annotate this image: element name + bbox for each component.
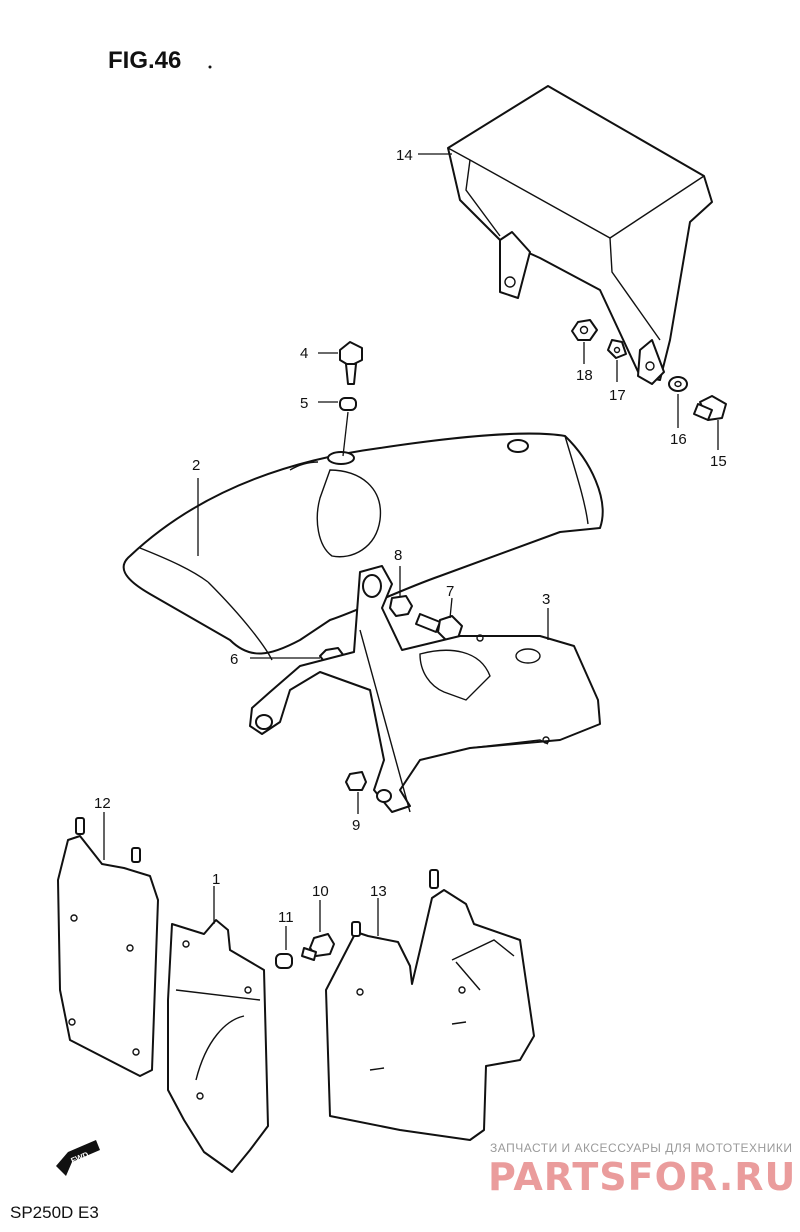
callout-7: 7 [446, 583, 454, 600]
part-17-nut [607, 339, 627, 359]
callout-10: 10 [312, 883, 329, 900]
callout-1: 1 [212, 871, 220, 888]
callout-4: 4 [300, 345, 308, 362]
callout-5: 5 [300, 395, 308, 412]
callout-14: 14 [396, 147, 413, 164]
leader-lines [103, 153, 719, 950]
callout-17: 17 [609, 387, 626, 404]
title-dot [208, 65, 212, 69]
watermark-tagline: ЗАПЧАСТИ И АКСЕССУАРЫ ДЛЯ МОТОТЕХНИКИ [490, 1141, 792, 1155]
callout-12: 12 [94, 795, 111, 812]
callout-2: 2 [192, 457, 200, 474]
part-15-bolt [693, 395, 727, 421]
callout-9: 9 [352, 817, 360, 834]
part-4-bolt [339, 341, 363, 385]
callout-6: 6 [230, 651, 238, 668]
part-13-side-panel [325, 869, 535, 1141]
figure-title: FIG.46 [108, 47, 181, 74]
part-9-nut [345, 771, 367, 791]
fwd-arrow-icon: FWD [56, 1140, 100, 1176]
callout-labels: 1 2 3 4 5 6 7 8 9 10 11 12 13 14 15 16 1… [94, 147, 727, 926]
callout-13: 13 [370, 883, 387, 900]
part-18-nut [571, 319, 598, 341]
part-12-mud-flap [57, 817, 159, 1077]
part-16-washer [668, 376, 688, 392]
callout-16: 16 [670, 431, 687, 448]
part-11-collar [275, 953, 293, 969]
part-1-inner-plate [167, 919, 269, 1173]
callout-18: 18 [576, 367, 593, 384]
part-10-bolt [301, 933, 335, 961]
part-14-rear-carrier [447, 85, 713, 385]
part-3-fender-bracket [249, 565, 601, 813]
part-7-bolt [415, 613, 463, 641]
callout-3: 3 [542, 591, 550, 608]
watermark-brand: PARTSFOR.RU [488, 1155, 796, 1199]
callout-15: 15 [710, 453, 727, 470]
part-8-collar [389, 595, 413, 617]
callout-8: 8 [394, 547, 402, 564]
part-5-collar [339, 397, 357, 411]
model-code: SP250D E3 [10, 1203, 99, 1222]
callout-11: 11 [278, 909, 294, 926]
part-2-rear-fender [122, 432, 604, 661]
watermark: ЗАПЧАСТИ И АКСЕССУАРЫ ДЛЯ МОТОТЕХНИКИ PA… [488, 1141, 796, 1199]
